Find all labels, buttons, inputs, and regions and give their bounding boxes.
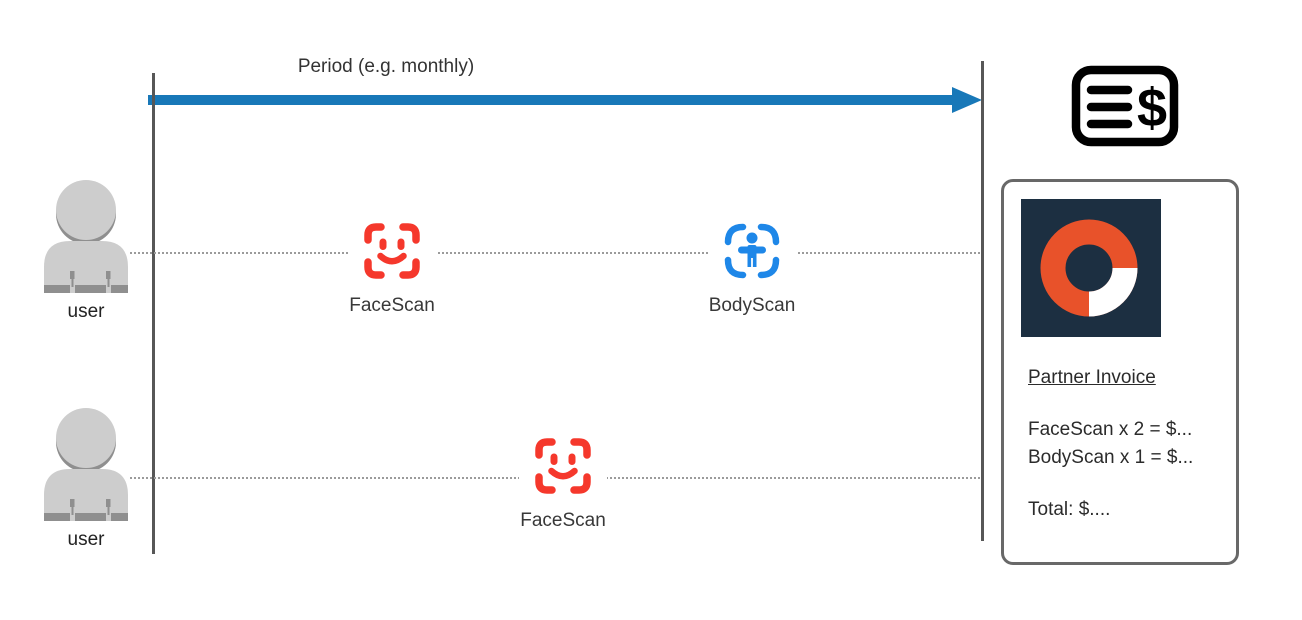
partner-invoice-card: Partner Invoice FaceScan x 2 = $... Body… [1001, 179, 1239, 565]
invoice-total: Total: $.... [1028, 499, 1111, 520]
svg-text:$: $ [1137, 78, 1167, 138]
donut-ring-logo [1021, 199, 1161, 337]
actor-label: user [67, 301, 105, 322]
period-arrow-head-icon [952, 87, 982, 113]
body-scan-icon [708, 223, 796, 279]
invoice-title: Partner Invoice [1028, 367, 1156, 388]
event-bodyscan-1: BodyScan [692, 223, 812, 317]
period-arrow [148, 95, 956, 105]
period-label: Period (e.g. monthly) [297, 56, 475, 77]
event-facescan-1: FaceScan [332, 223, 452, 317]
face-scan-icon [519, 438, 607, 494]
actor-user-1: user [44, 179, 128, 323]
user-icon [44, 179, 128, 298]
face-scan-icon [348, 223, 436, 279]
actor-label: user [67, 529, 105, 550]
actor-user-2: user [44, 407, 128, 551]
event-facescan-2: FaceScan [503, 438, 623, 532]
event-label: BodyScan [708, 295, 796, 316]
lane-1-lifeline [130, 252, 981, 254]
timeline-start-line [152, 73, 155, 554]
invoice-dollar-icon: $ [1070, 64, 1180, 148]
event-label: FaceScan [520, 510, 606, 531]
invoice-line-bodyscan: BodyScan x 1 = $... [1028, 447, 1194, 468]
invoice-line-facescan: FaceScan x 2 = $... [1028, 419, 1193, 440]
event-label: FaceScan [349, 295, 435, 316]
user-icon [44, 407, 128, 526]
timeline-end-line [981, 61, 984, 541]
